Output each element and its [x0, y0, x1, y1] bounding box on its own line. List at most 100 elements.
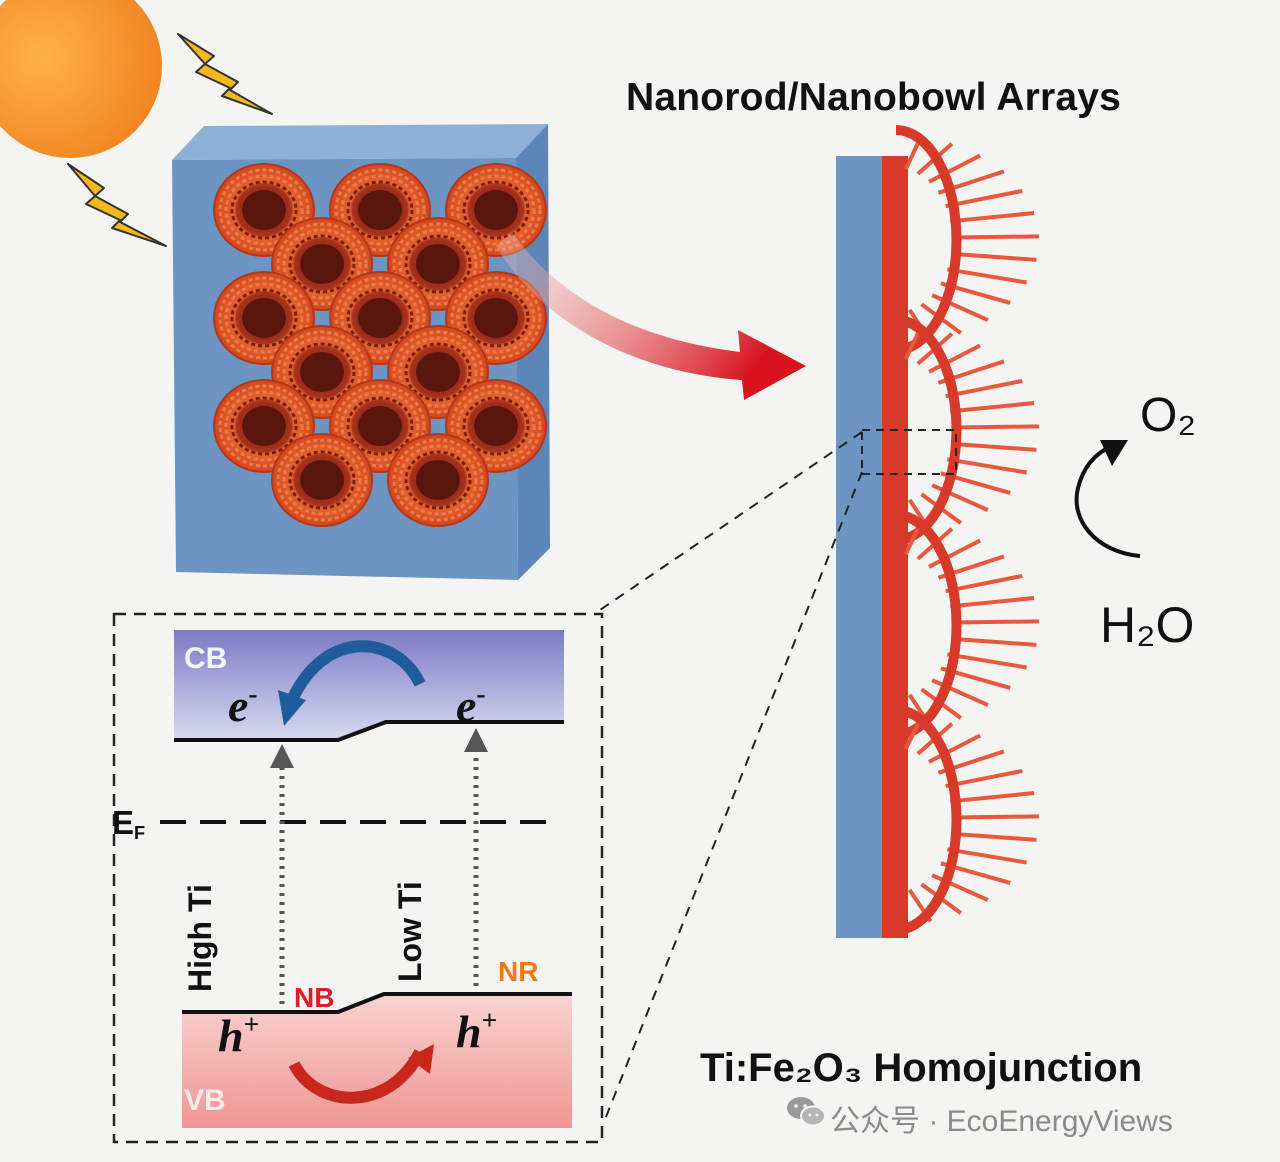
nanorod	[950, 441, 1037, 452]
water-label: H₂O	[1100, 597, 1195, 653]
nanobowl-hole	[358, 298, 402, 338]
nanobowl-ring	[282, 444, 362, 516]
conduction-band	[174, 630, 564, 740]
nanorod	[946, 457, 1027, 475]
nanorod	[945, 378, 1023, 399]
nanobowl-ring	[462, 288, 530, 348]
nanobowl-ring	[398, 336, 478, 408]
nanorod	[950, 211, 1035, 224]
hole-symbol: h	[456, 1006, 482, 1057]
nanobowl-hole	[358, 190, 402, 230]
nanobowl-ring	[224, 174, 304, 246]
hole-charge: +	[243, 1008, 260, 1039]
nanobowl-hole	[474, 298, 518, 338]
fermi-main: E	[112, 804, 135, 841]
nanobowl-hole	[300, 244, 344, 284]
nanobowl-array	[213, 163, 547, 527]
nanorod	[950, 596, 1035, 609]
high-ti-label: High Ti	[182, 884, 218, 992]
nanorod	[928, 538, 982, 569]
nanobowl-hole	[474, 406, 518, 446]
electron-charge: -	[476, 678, 486, 709]
nanorod	[946, 847, 1027, 865]
nanorod	[950, 636, 1037, 647]
fermi-level-label: EF	[112, 804, 145, 844]
nanobowl-ring	[276, 438, 368, 522]
nanobowl-hole	[358, 406, 402, 446]
oxygen-label: O₂	[1140, 389, 1196, 442]
nanorod	[945, 573, 1023, 594]
nanorod	[931, 873, 989, 902]
nanobowl-ring	[392, 438, 484, 522]
nanobowl-hole	[474, 190, 518, 230]
nanobowl-ring	[450, 276, 542, 360]
electron-label-nr: e-	[456, 678, 486, 732]
nanobowl-ring	[398, 228, 478, 300]
nanobowl-ring	[346, 180, 414, 240]
nanobowl-ring	[456, 282, 536, 354]
nanobowl-ring	[404, 342, 472, 402]
nanobowl-ring	[282, 228, 362, 300]
nanobowl-hole	[416, 460, 460, 500]
arrow-icon	[496, 232, 806, 400]
wechat-icon	[787, 1097, 826, 1127]
nanobowl-ring	[288, 342, 356, 402]
valence-band	[182, 994, 572, 1128]
hole-symbol: h	[218, 1010, 244, 1061]
nanorod	[928, 343, 982, 374]
nanorod	[952, 234, 1039, 240]
nanobowl-ring	[340, 282, 420, 354]
nanobowl-ring	[218, 384, 310, 468]
nanobowl-hole	[242, 298, 286, 338]
nanobowl-ring	[334, 384, 426, 468]
nanobowl-ring	[276, 222, 368, 306]
low-ti-label: Low Ti	[392, 881, 428, 982]
nanobowl-ring	[288, 450, 356, 510]
nanobowl-ring	[218, 168, 310, 252]
nanorod	[931, 678, 989, 707]
nr-label: NR	[498, 956, 539, 987]
nb-label: NB	[294, 982, 335, 1013]
nanorod	[945, 188, 1023, 209]
nanobowl-ring	[392, 222, 484, 306]
nanobowl-ring	[230, 396, 298, 456]
electron-label-nb: e-	[228, 678, 258, 732]
nanobowl-ring	[340, 174, 420, 246]
nanorod	[931, 483, 989, 512]
nanobowl-ring	[230, 288, 298, 348]
fermi-sub: F	[134, 823, 146, 843]
lightning-icon	[67, 33, 273, 247]
nanobowl-ring	[334, 276, 426, 360]
electron-symbol: e	[228, 680, 249, 731]
nanobowl-ring	[392, 330, 484, 414]
nanorod	[952, 424, 1039, 430]
nanobowl-ring	[450, 168, 542, 252]
nanobowl-ring	[282, 336, 362, 408]
nanobowl-ring	[346, 396, 414, 456]
electron-charge: -	[248, 678, 258, 709]
cross-section	[836, 125, 1039, 938]
band-diagram-frame	[112, 612, 604, 1144]
nanobowl-ring	[230, 180, 298, 240]
nanobowl-ring	[462, 396, 530, 456]
nanobowl-ring	[288, 234, 356, 294]
nanorod	[950, 831, 1037, 842]
nanobowl-ring	[404, 234, 472, 294]
zoom-box	[861, 429, 957, 475]
nanobowl-hole	[242, 190, 286, 230]
nanobowl-hole	[416, 352, 460, 392]
homojunction-title: Ti:Fe₂O₃ Homojunction	[700, 1046, 1143, 1090]
vb-label: VB	[184, 1084, 226, 1117]
cb-label: CB	[184, 642, 228, 675]
nanobowl-ring	[224, 282, 304, 354]
nanorod	[952, 814, 1039, 820]
nanorod	[946, 652, 1027, 670]
nanobowl-ring	[334, 168, 426, 252]
nanorod	[928, 153, 982, 184]
nanorod	[931, 293, 989, 322]
sun-icon	[0, 0, 162, 158]
watermark-text: 公众号 · EcoEnergyViews	[830, 1105, 1173, 1138]
nanobowl-ring	[462, 180, 530, 240]
